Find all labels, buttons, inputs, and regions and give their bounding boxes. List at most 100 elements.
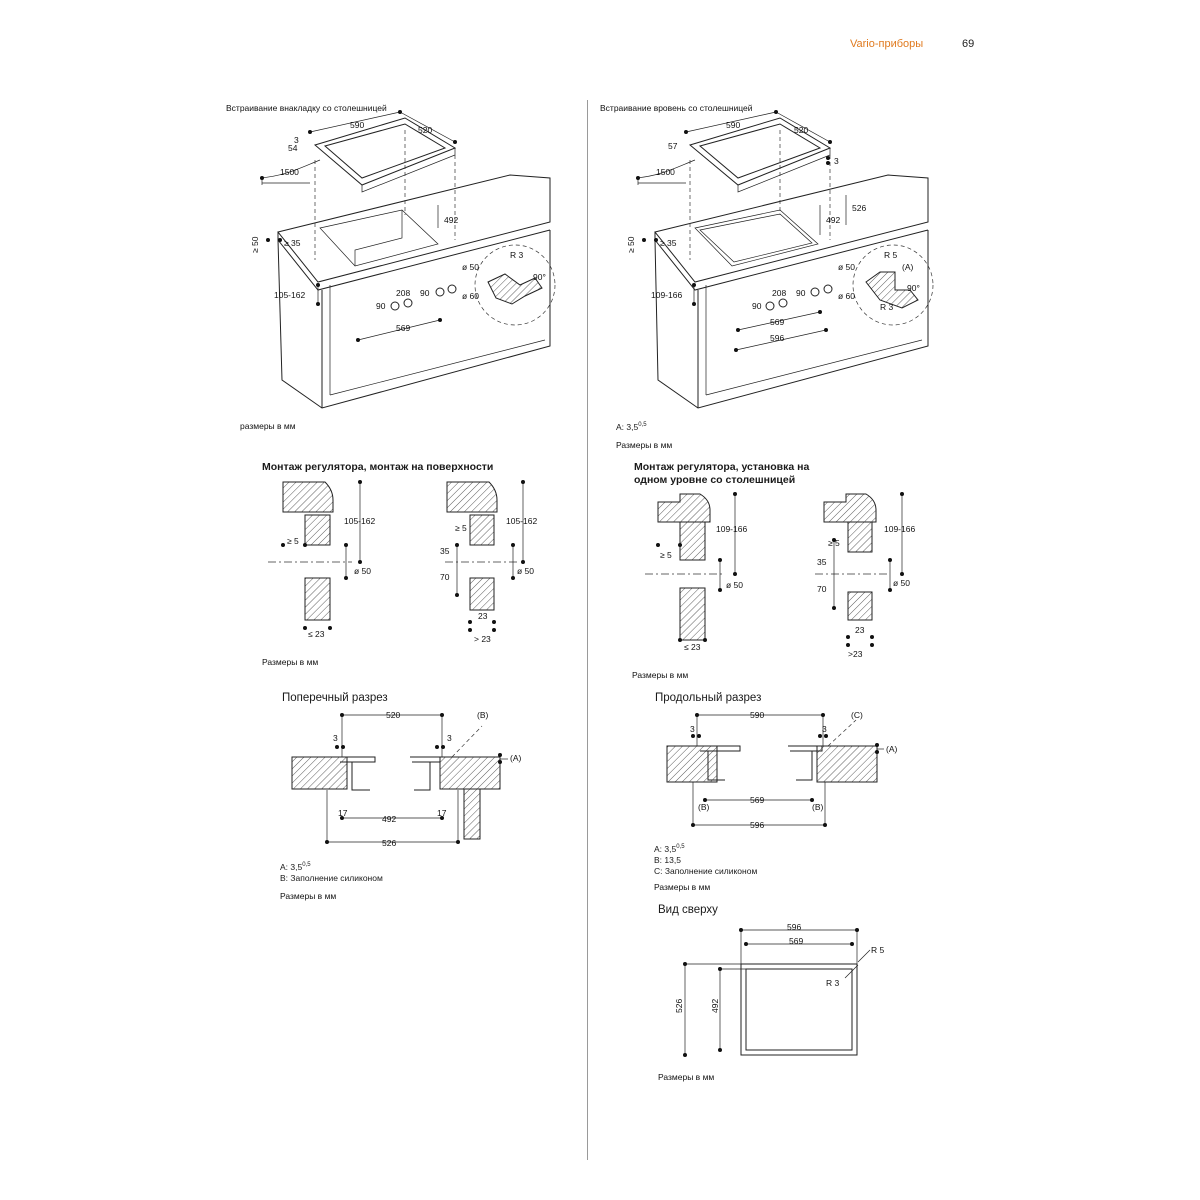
sect-B: (B)	[477, 710, 489, 720]
right-caption: Размеры в мм	[616, 440, 673, 450]
sect-520: 520	[386, 710, 400, 720]
rknobB-23: 23	[855, 625, 865, 635]
dim-569: 569	[396, 323, 410, 333]
dim-520: 520	[418, 125, 432, 135]
rdim-596: 596	[770, 333, 784, 343]
left-note-a: A: 3,5	[280, 861, 303, 872]
right-top-caption: Размеры в мм	[658, 1072, 715, 1082]
dim-angle: 90°	[533, 272, 546, 282]
sect-3a: 3	[333, 733, 338, 743]
top-526: 526	[674, 999, 684, 1013]
dim-radius: R 3	[510, 250, 524, 260]
rdim-3: 3	[834, 156, 839, 166]
dim-ledge: ≥ 35	[284, 238, 301, 248]
rsect-Bb: (B)	[812, 802, 824, 812]
rdim-r3: R 3	[880, 302, 894, 312]
rknobB-h: 109-166	[884, 524, 915, 534]
dim-590: 590	[350, 120, 364, 130]
right-knob-title: Монтаж регулятора, установка на одном ур…	[634, 461, 810, 486]
right-section-caption: Размеры в мм	[654, 882, 711, 892]
left-knob-title: Монтаж регулятора, монтаж на поверхности	[262, 461, 494, 473]
right-note-c: C: Заполнение силиконом	[654, 865, 758, 876]
rsect-3b: 3	[822, 724, 827, 734]
dim-knob1: ø 50	[462, 262, 479, 272]
knobB-ge5: ≥ 5	[455, 523, 467, 533]
rknobB-d50: ø 50	[893, 578, 910, 588]
rdim-520: 520	[794, 125, 808, 135]
rdim-90b: 90	[796, 288, 806, 298]
left-note-a-sup: 0,5	[302, 862, 311, 868]
rsect-569: 569	[750, 795, 764, 805]
rdim-590: 590	[726, 120, 740, 130]
sect-17a: 17	[338, 808, 348, 818]
left-section-title: Поперечный разрез	[282, 692, 388, 704]
right-note-a: A: 3,50,5	[616, 421, 647, 432]
rknobB-ge5: ≥ 5	[828, 538, 840, 548]
dim-208: 208	[396, 288, 410, 298]
rdim-526: 526	[852, 203, 866, 213]
dim-492: 492	[444, 215, 458, 225]
rdim-ledge: ≥ 35	[660, 238, 677, 248]
top-596: 596	[787, 922, 801, 932]
left-caption: размеры в мм	[240, 421, 296, 431]
sect-A: (A)	[510, 753, 522, 763]
top-492: 492	[710, 999, 720, 1013]
rknobB-35: 35	[817, 557, 827, 567]
rdim-90a: 90	[752, 301, 762, 311]
rdim-height: 109-166	[651, 290, 682, 300]
right-note-b: B: 13,5	[654, 854, 681, 865]
rsect-C: (C)	[851, 710, 863, 720]
rknobB-70: 70	[817, 584, 827, 594]
knobB-gt23: > 23	[474, 634, 491, 644]
rsect-596: 596	[750, 820, 764, 830]
knobA-h: 105-162	[344, 516, 375, 526]
knobA-ge5: ≥ 5	[287, 536, 299, 546]
top-r3: R 3	[826, 978, 840, 988]
rdim-208: 208	[772, 288, 786, 298]
rdim-A: (A)	[902, 262, 914, 272]
rdim-edge: ≥ 50	[626, 236, 636, 253]
dim-edge: ≥ 50	[250, 236, 260, 253]
left-knob-caption: Размеры в мм	[262, 657, 319, 667]
dim-90b: 90	[420, 288, 430, 298]
rsect-590: 590	[750, 710, 764, 720]
rsect-Ba: (B)	[698, 802, 710, 812]
knobB-70: 70	[440, 572, 450, 582]
top-r5: R 5	[871, 945, 885, 955]
knobB-h: 105-162	[506, 516, 537, 526]
left-note-b: B: Заполнение силиконом	[280, 872, 383, 883]
sect-526: 526	[382, 838, 396, 848]
knobA-le23: ≤ 23	[308, 629, 325, 639]
rdim-knob1: ø 50	[838, 262, 855, 272]
right-top-title: Вид сверху	[658, 904, 718, 916]
rknobA-d50: ø 50	[726, 580, 743, 590]
dim-knob2: ø 60	[462, 291, 479, 301]
knobA-d50: ø 50	[354, 566, 371, 576]
rdim-57: 57	[668, 141, 678, 151]
rdim-492: 492	[826, 215, 840, 225]
knobB-d50: ø 50	[517, 566, 534, 576]
right-section-title: Продольный разрез	[655, 692, 762, 704]
dim-height: 105-162	[274, 290, 305, 300]
rknobB-gt23: >23	[848, 649, 863, 659]
right-notes: A: 3,50,5 B: 13,5 C: Заполнение силиконо…	[654, 843, 758, 876]
sect-492: 492	[382, 814, 396, 824]
top-569: 569	[789, 936, 803, 946]
rdim-angle: 90°	[907, 283, 920, 293]
rknobA-ge5: ≥ 5	[660, 550, 672, 560]
rdim-569: 569	[770, 317, 784, 327]
rdim-knob2: ø 60	[838, 291, 855, 301]
dim-54: 54	[288, 143, 298, 153]
rdim-r5: R 5	[884, 250, 898, 260]
right-note-a2: A: 3,5	[654, 843, 677, 854]
left-notes: A: 3,50,5 B: Заполнение силиконом	[280, 860, 383, 884]
rsect-A: (A)	[886, 744, 898, 754]
rsect-3a: 3	[690, 724, 695, 734]
section-title: Vario-приборы	[850, 38, 924, 50]
knobB-35: 35	[440, 546, 450, 556]
